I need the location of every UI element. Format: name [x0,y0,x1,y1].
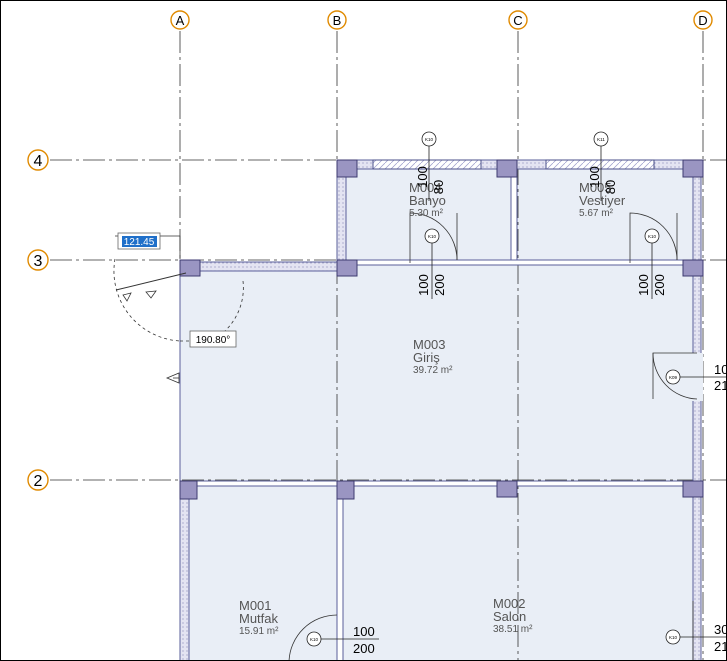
door-tag-width: 100 [636,274,651,296]
room-name-mutfak: Mutfak [239,611,279,626]
window-tag-marker [421,131,437,147]
room-code-mutfak: M001 [239,598,272,613]
room-area-mutfak: 15.91 m² [239,626,279,637]
room-area-vestiyer: 5.67 m² [579,208,614,219]
grid-bubble-c [508,10,528,30]
room-area-salon: 38.51 m² [493,624,533,635]
door-tag-width: 10 [714,362,727,377]
door-tag-label: K10 [310,637,319,642]
room-code-salon: M002 [493,596,526,611]
grid-bubbles: A B C D 4 3 2 [27,10,713,491]
door-tag-width: 30 [714,622,727,637]
door-tag-height: 21 [714,378,727,393]
window-tag-height: 80 [603,180,618,194]
door-tag-width: 100 [353,624,375,639]
grid-bubble-3 [27,249,49,271]
angle-input[interactable]: 190.80° [189,330,237,348]
door-tag-width: 100 [416,274,431,296]
window-tags: K10 100 80 K11 100 80 [415,131,618,201]
room-area-giris: 39.72 m² [413,365,453,376]
grid-bubble-b [327,10,347,30]
room-fills [180,160,699,660]
door-tag-marker [665,369,681,385]
door-tag-height: 200 [353,641,375,656]
window-tag-height: 80 [431,180,446,194]
grid-label-4: 4 [34,153,43,170]
grid-bubble-d [693,10,713,30]
window-tag-width: 100 [587,166,602,188]
door-tag-marker [424,228,440,244]
grid-label-c: C [513,13,522,28]
window-tag-label: K10 [425,137,434,142]
door-tag-marker [306,631,322,647]
room-name-vestiyer: Vestiyer [579,193,626,208]
grid-label-d: D [698,13,707,28]
grid-label-a: A [176,13,185,28]
door-tag-height: 21 [714,639,727,654]
room-name-giris: Giriş [413,350,440,365]
door-tag-height: 200 [652,274,667,296]
room-code-banyo: M004 [409,180,442,195]
door-swings [288,212,698,660]
room-labels: M004 Banyo 5.30 m² M005 Vestiyer 5.67 m²… [239,180,626,637]
angle-input-value: 190.80° [196,335,231,346]
window-tag-marker [593,131,609,147]
door-tag-label: K10 [428,234,437,239]
room-code-vestiyer: M005 [579,180,612,195]
grid-label-3: 3 [34,253,43,270]
room-name-salon: Salon [493,609,526,624]
window-tag-width: 100 [415,166,430,188]
door-tag-label: K10 [669,635,678,640]
grid-bubble-2 [27,469,49,491]
length-input-value: 121.45 [124,237,155,248]
room-name-banyo: Banyo [409,193,446,208]
door-tag-label: K09 [669,375,678,380]
door-tag-marker [665,629,681,645]
door-tags: K10 100 200 K10 100 200 K09 10 21 K10 10… [306,228,727,656]
grid-label-b: B [333,13,342,28]
door-tag-marker [644,228,660,244]
door-tag-label: K10 [648,234,657,239]
door-tag-height: 200 [432,274,447,296]
room-area-banyo: 5.30 m² [409,208,444,219]
grid-bubble-4 [27,149,49,171]
grid-bubble-a [170,10,190,30]
grid-label-2: 2 [34,473,43,490]
length-input[interactable]: 121.45 [117,232,161,250]
window-tag-label: K11 [597,137,605,142]
room-code-giris: M003 [413,337,446,352]
structural-columns [179,159,704,500]
